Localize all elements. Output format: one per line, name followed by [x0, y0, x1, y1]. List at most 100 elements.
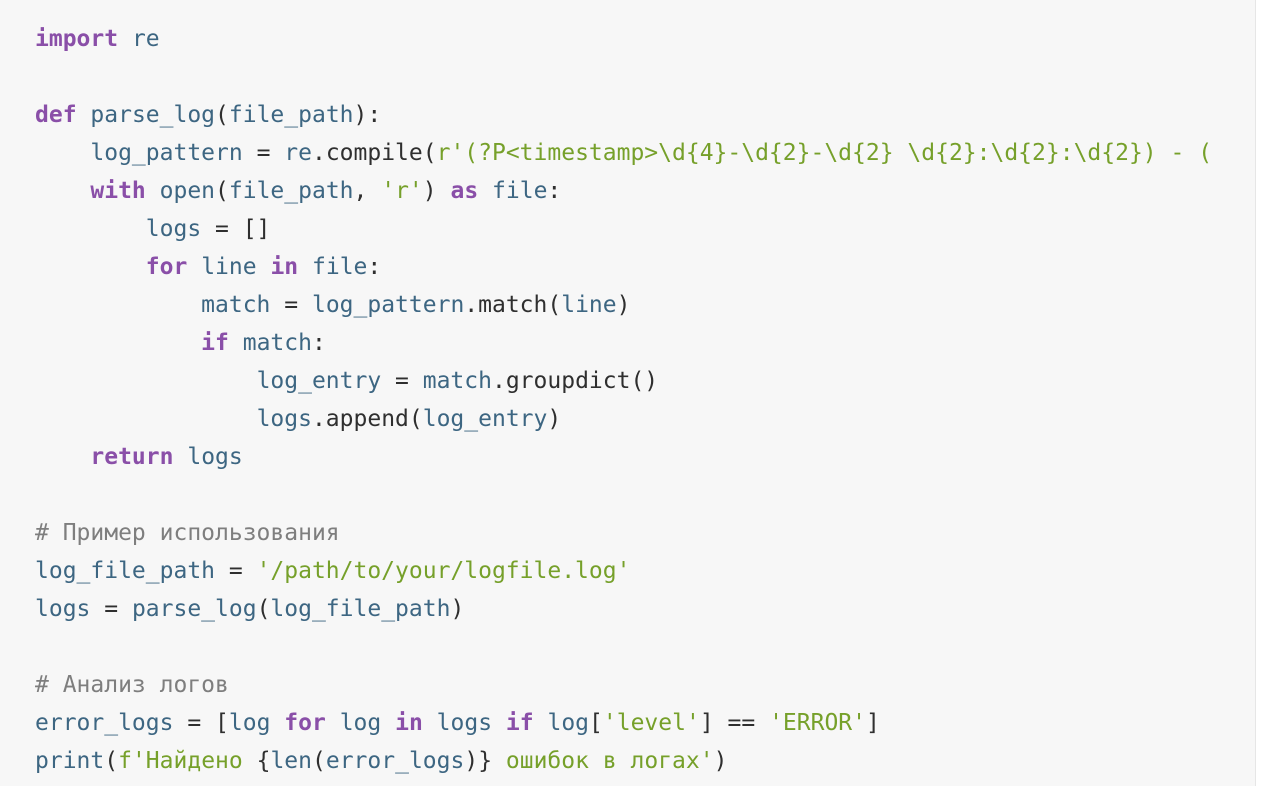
- code-token: [35, 292, 201, 318]
- code-token: [35, 140, 90, 166]
- code-token: =: [215, 558, 257, 584]
- code-token: .compile(: [311, 140, 437, 166]
- code-token: =: [90, 596, 132, 622]
- code-token: [: [589, 710, 603, 736]
- code-token: [118, 26, 132, 52]
- code-line: import re: [35, 20, 1212, 58]
- code-token: [77, 102, 91, 128]
- code-token: match: [422, 368, 492, 394]
- code-token: [534, 710, 548, 736]
- code-token: [229, 330, 243, 356]
- code-token: :: [367, 254, 382, 280]
- code-token: log_entry: [422, 406, 548, 432]
- code-token: f'Найдено: [118, 748, 257, 774]
- code-token: for: [145, 254, 188, 280]
- code-line: match = log_pattern.match(line): [35, 286, 1212, 324]
- code-token: .append(: [311, 406, 423, 432]
- code-token: (: [104, 748, 119, 774]
- code-token: file_path: [228, 102, 354, 128]
- code-token: =: [381, 368, 423, 394]
- code-token: (: [215, 178, 229, 204]
- code-line: return logs: [35, 438, 1212, 476]
- code-token: re: [284, 140, 312, 166]
- code-token: len: [270, 748, 312, 774]
- code-token: log: [228, 710, 271, 736]
- code-token: open: [159, 178, 216, 204]
- code-token: ): [450, 596, 465, 622]
- code-token: error_logs: [35, 710, 174, 736]
- code-token: [35, 216, 146, 242]
- code-token: [381, 710, 395, 736]
- code-token: ]: [866, 710, 880, 736]
- code-token: = []: [201, 216, 271, 242]
- code-token: [146, 178, 160, 204]
- code-token: 'r': [381, 178, 423, 204]
- code-token: # Пример использования: [35, 520, 340, 546]
- code-token: (: [312, 748, 326, 774]
- code-line: for line in file:: [35, 248, 1212, 286]
- code-token: [35, 178, 90, 204]
- code-token: file: [492, 178, 548, 204]
- code-token: log_file_path: [35, 558, 216, 584]
- code-token: r'(?P<timestamp>\d{4}-\d{2}-\d{2} \d{2}:…: [436, 140, 1213, 166]
- code-token: =: [242, 140, 285, 166]
- code-line: with open(file_path, 'r') as file:: [35, 172, 1212, 210]
- code-token: def: [35, 102, 77, 128]
- code-token: log: [547, 710, 590, 736]
- code-token: match: [242, 330, 312, 356]
- code-token: match: [201, 292, 271, 318]
- code-token: file_path: [228, 178, 354, 204]
- code-token: in: [270, 254, 299, 280]
- code-line: logs.append(log_entry): [35, 400, 1212, 438]
- code-token: # Анализ логов: [35, 672, 229, 698]
- code-token: .groupdict(): [491, 368, 659, 394]
- code-line: def parse_log(file_path):: [35, 96, 1212, 134]
- code-token: for: [284, 710, 326, 736]
- code-token: logs: [35, 596, 91, 622]
- code-token: 'level': [602, 710, 700, 736]
- code-token: ): [616, 292, 631, 318]
- code-token: ,: [353, 178, 382, 204]
- code-token: [35, 444, 90, 470]
- code-token: line: [561, 292, 617, 318]
- code-token: ):: [353, 102, 382, 128]
- code-token: [492, 710, 506, 736]
- code-token: ошибок в логах': [492, 748, 714, 774]
- code-token: log: [339, 710, 382, 736]
- code-token: 'ERROR': [769, 710, 866, 736]
- code-token: log_file_path: [270, 596, 451, 622]
- code-token: [326, 710, 340, 736]
- code-token: logs: [256, 406, 312, 432]
- code-token: parse_log: [131, 596, 257, 622]
- code-token: logs: [187, 444, 243, 470]
- code-line: [35, 476, 1212, 514]
- code-token: [298, 254, 312, 280]
- code-line: log_file_path = '/path/to/your/logfile.l…: [35, 552, 1212, 590]
- code-token: return: [90, 444, 174, 470]
- code-token: as: [450, 178, 479, 204]
- code-token: [35, 368, 257, 394]
- code-token: [257, 254, 271, 280]
- code-token: print: [35, 748, 105, 774]
- code-line: if match:: [35, 324, 1212, 362]
- code-line: log_entry = match.groupdict(): [35, 362, 1212, 400]
- code-line: log_pattern = re.compile(r'(?P<timestamp…: [35, 134, 1212, 172]
- code-token: :: [311, 330, 326, 356]
- code-token: (: [215, 102, 229, 128]
- code-token: [35, 330, 201, 356]
- code-line: # Анализ логов: [35, 666, 1212, 704]
- code-line: logs = []: [35, 210, 1212, 248]
- code-line: error_logs = [log for log in logs if log…: [35, 704, 1212, 742]
- code-line: logs = parse_log(log_file_path): [35, 590, 1212, 628]
- code-token: re: [131, 26, 160, 52]
- code-token: [35, 254, 146, 280]
- code-token: logs: [436, 710, 493, 736]
- code-token: ] ==: [699, 710, 770, 736]
- code-token: =: [270, 292, 312, 318]
- code-line: [35, 58, 1212, 96]
- code-token: .match(: [464, 292, 562, 318]
- code-token: with: [90, 178, 146, 204]
- scrollbar-track[interactable]: [1255, 0, 1256, 786]
